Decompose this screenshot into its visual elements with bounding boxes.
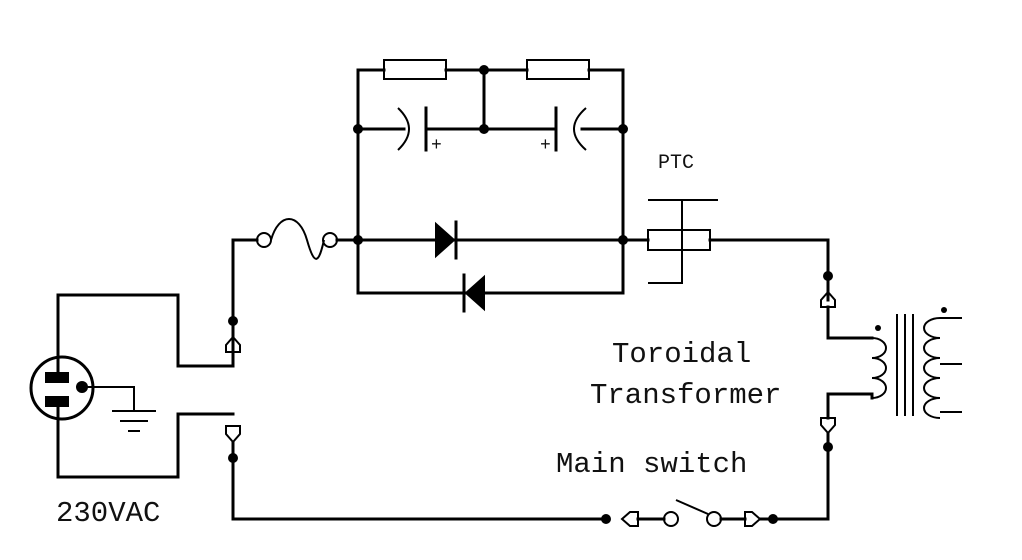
supply-voltage-label: 230VAC <box>56 497 160 530</box>
cap-plus-left-label: + <box>431 136 442 156</box>
cap-plus-right-label: + <box>540 136 551 156</box>
transformer-label-line1: Toroidal <box>612 338 751 371</box>
return-line <box>225 425 611 524</box>
transformer-label-line2: Transformer <box>590 379 781 412</box>
main-switch <box>620 499 830 527</box>
toroidal-transformer <box>820 271 962 521</box>
ptc-thermistor <box>621 199 830 302</box>
fuse <box>256 218 360 260</box>
main-switch-label: Main switch <box>556 448 747 481</box>
ground-icon <box>82 386 156 432</box>
ptc-label: PTC <box>658 152 694 175</box>
rc-diode-network <box>353 59 628 313</box>
input-line <box>225 238 259 368</box>
mains-plug <box>29 293 235 479</box>
